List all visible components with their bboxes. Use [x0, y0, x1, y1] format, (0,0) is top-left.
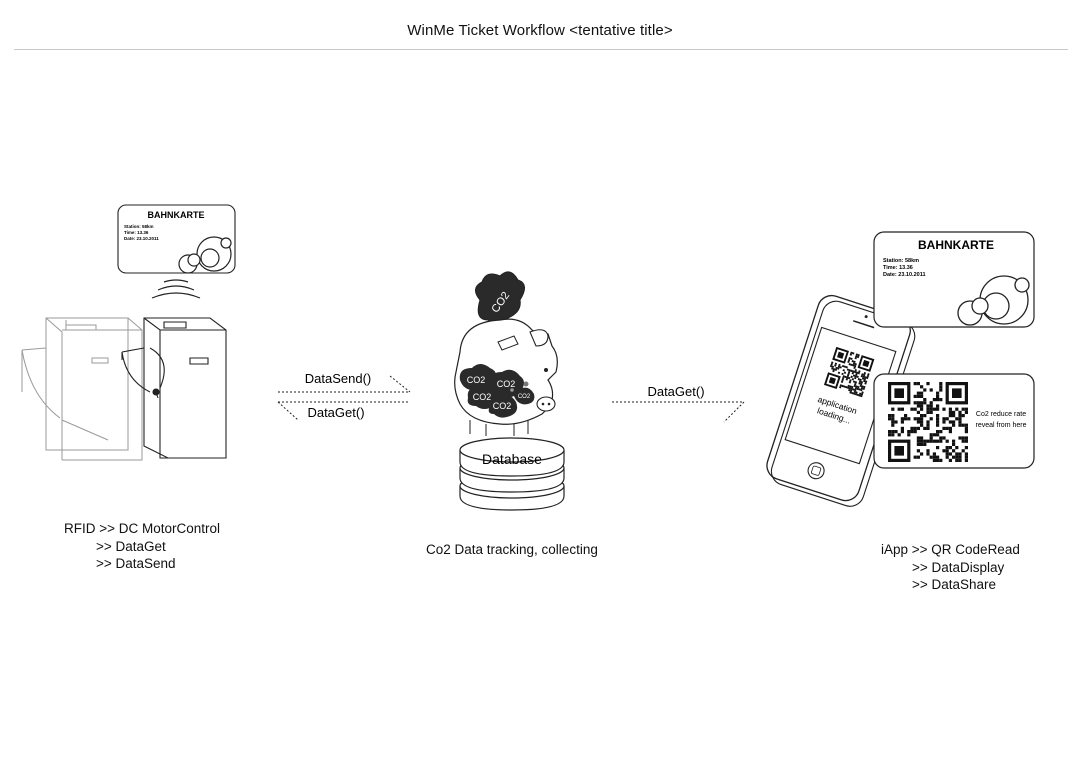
co2-cloud-label: CO2 — [493, 401, 512, 411]
co2-cloud-icon: CO2 — [475, 271, 525, 325]
datasend-label: DataSend() — [305, 371, 371, 386]
caption-line: RFID >> DC MotorControl — [64, 521, 221, 536]
caption-line: >> DataSend — [96, 556, 176, 571]
caption-line: >> DataGet — [96, 538, 166, 554]
dataget-arrow-left: DataGet() — [277, 401, 408, 421]
ticket-card-large: BAHNKARTE Station: 58km Time: 13.36 Date… — [873, 231, 1035, 328]
card-line: Station: 58km — [883, 258, 919, 264]
card-line: Date: 23.10.2011 — [124, 236, 159, 241]
qr-card-text: Co2 reduce rate — [976, 411, 1026, 418]
qr-code-card: Co2 reduce rate reveal from here — [873, 373, 1035, 469]
database-icon: Database — [459, 437, 565, 511]
bubbles-logo — [957, 275, 1030, 326]
center-caption: Co2 Data tracking, collecting — [426, 542, 598, 557]
bubbles-logo — [178, 236, 232, 274]
co2-cloud-label: CO2 — [473, 392, 492, 402]
database-label: Database — [482, 451, 542, 467]
rfid-ticket-card: BAHNKARTE Station: 58km Time: 13.36 Date… — [117, 204, 236, 274]
phone-qr-code — [823, 346, 875, 398]
co2-cloud-label: CO2 — [497, 379, 516, 389]
qr-code — [888, 382, 968, 462]
card-line: Date: 23.10.2011 — [883, 272, 926, 278]
dataget-label-right: DataGet() — [647, 384, 704, 399]
card-line: Time: 13.36 — [124, 230, 149, 235]
co2-clouds-inside: CO2 CO2 CO2 CO2 CO2 — [459, 364, 535, 418]
turnstile-gates — [21, 317, 227, 461]
co2-cloud-label: CO2 — [518, 394, 531, 400]
caption-line: >> DataShare — [912, 577, 997, 592]
card-title: BAHNKARTE — [918, 238, 994, 252]
caption-line: iApp >> QR CodeRead — [881, 542, 1020, 557]
datasend-arrow: DataSend() — [278, 371, 411, 393]
card-line: Station: 58km — [124, 224, 154, 229]
wireless-signal-icon — [151, 279, 201, 299]
card-line: Time: 13.36 — [883, 265, 913, 271]
diagram-title: WinMe Ticket Workflow <tentative title> — [407, 22, 673, 39]
right-caption: iApp >> QR CodeRead >> DataDisplay >> Da… — [881, 541, 1020, 594]
title-divider — [14, 49, 1068, 50]
qr-card-text: reveal from here — [976, 422, 1027, 429]
smartphone-icon: application loading... — [766, 294, 916, 507]
dataget-label-left: DataGet() — [307, 405, 364, 420]
dataget-arrow-right: DataGet() — [612, 384, 745, 423]
left-caption: RFID >> DC MotorControl >> DataGet >> Da… — [64, 520, 220, 573]
co2-cloud-label: CO2 — [467, 375, 486, 385]
piggy-bank-icon: CO2 CO2 CO2 CO2 CO2 CO2 — [454, 271, 558, 436]
caption-line: >> DataDisplay — [912, 559, 1005, 575]
card-title: BAHNKARTE — [148, 210, 205, 220]
